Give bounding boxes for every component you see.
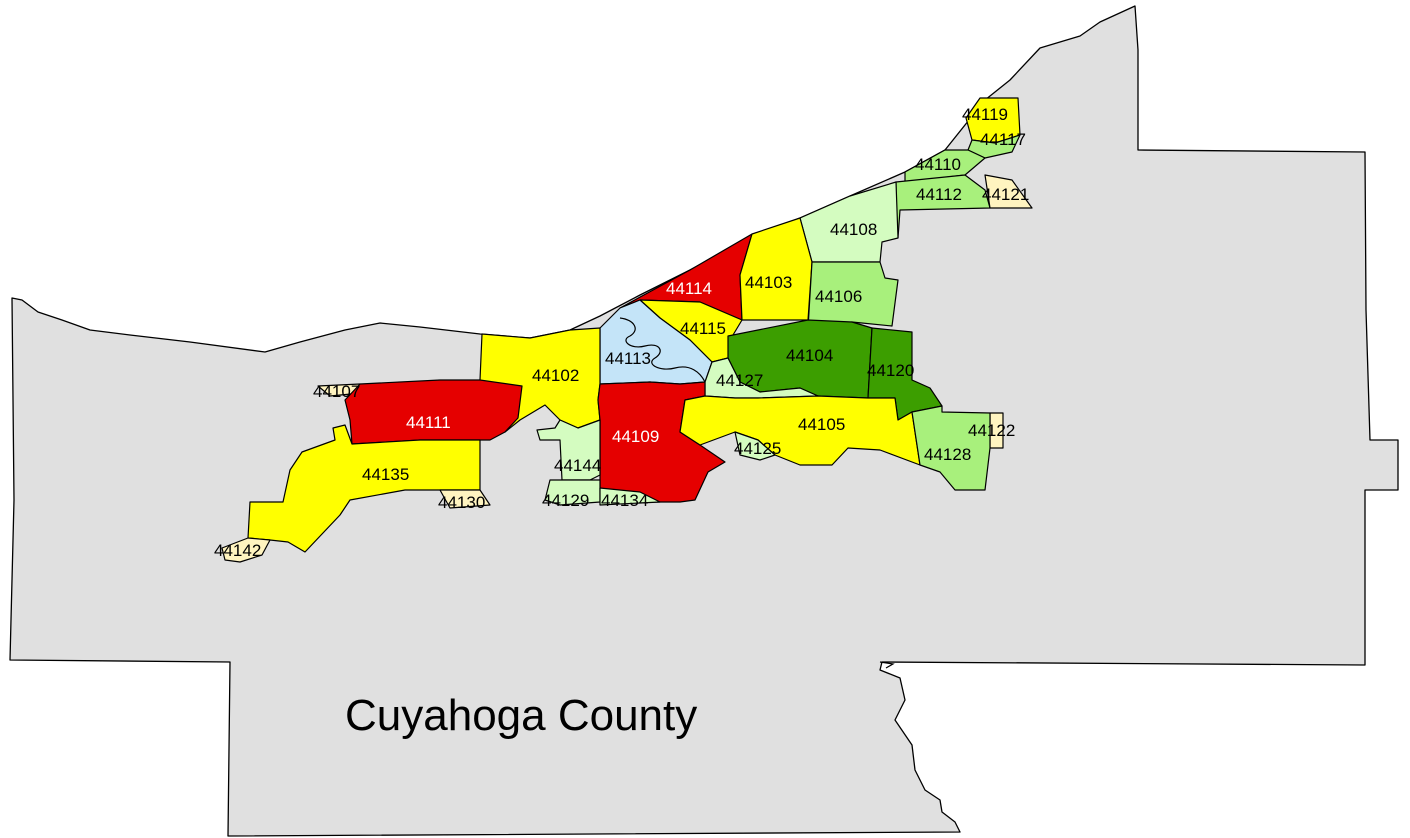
county-notch	[879, 661, 895, 669]
zip-region-44103[interactable]	[739, 217, 813, 321]
zip-label: 44102	[532, 366, 579, 385]
zip-label: 44130	[438, 493, 485, 512]
zip-region-44128[interactable]	[911, 405, 991, 491]
zip-label: 44125	[734, 439, 781, 458]
zip-label: 44144	[554, 456, 601, 475]
zip-label: 44106	[815, 287, 862, 306]
zip-region-44121[interactable]	[984, 174, 1033, 209]
zip-label: 44115	[680, 319, 726, 338]
zip-regions	[221, 97, 1033, 563]
zip-region-44135[interactable]	[247, 424, 481, 553]
zip-label: 44108	[830, 220, 877, 239]
zip-label: 44114	[666, 279, 712, 298]
zip-label: 44135	[362, 465, 409, 484]
zip-region-44142[interactable]	[221, 537, 271, 563]
zip-label: 44120	[867, 361, 914, 380]
zip-label: 44107	[313, 382, 360, 401]
zip-labels: 44119 44117 44110 44112 44121 44108 4411…	[214, 105, 1029, 560]
zip-label: 44121	[982, 185, 1029, 204]
zip-region-44134[interactable]	[599, 487, 661, 506]
zip-label: 44113	[605, 349, 651, 368]
zip-label: 44103	[745, 273, 792, 292]
zip-region-44130[interactable]	[439, 489, 491, 509]
zip-label: 44127	[716, 371, 763, 390]
zip-label: 44119	[962, 105, 1008, 124]
zip-label: 44142	[214, 541, 261, 560]
zip-label: 44117	[980, 130, 1026, 149]
zip-label: 44105	[798, 415, 845, 434]
zip-label: 44134	[601, 491, 648, 510]
zip-label: 44112	[916, 185, 962, 204]
zip-label: 44109	[612, 427, 659, 446]
cuyahoga-river	[619, 317, 706, 383]
zip-label: 44110	[915, 155, 961, 174]
zip-label: 44122	[968, 421, 1015, 440]
zip-region-44125[interactable]	[734, 431, 776, 461]
zip-label: 44111	[406, 413, 451, 432]
zip-label: 44129	[542, 491, 589, 510]
zip-region-44111[interactable]	[344, 379, 523, 445]
zip-label: 44104	[786, 346, 833, 365]
zip-label: 44128	[924, 445, 971, 464]
county-name-label: Cuyahoga County	[345, 691, 697, 740]
